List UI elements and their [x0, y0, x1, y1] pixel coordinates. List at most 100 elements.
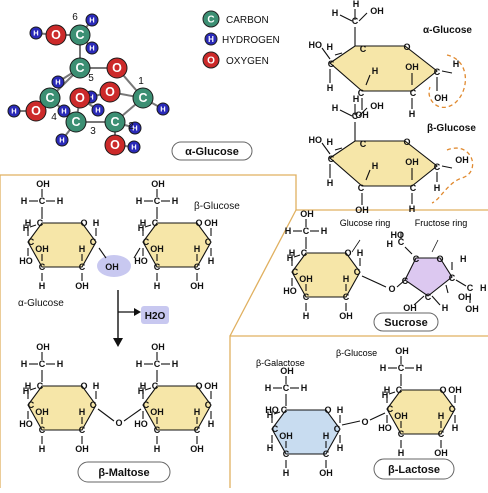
chair-carbon-3: C: [358, 88, 365, 98]
ring-carbon-4: C: [28, 400, 35, 410]
ring-carbon-3: C: [39, 262, 46, 272]
chair-ring: [329, 45, 438, 92]
bond-line: [334, 147, 343, 151]
sugar-ring: [386, 389, 456, 435]
sugar-ring: [27, 385, 97, 431]
ring-carbon-5: C: [37, 218, 44, 228]
carbon-6: C: [39, 196, 46, 206]
legend-oxygen-label: OXYGEN: [226, 56, 269, 67]
carbon-c3-ball: [65, 111, 87, 133]
c4-up-group: HO: [265, 405, 279, 415]
glycosidic-oxygen: O: [115, 418, 122, 428]
ring-oxygen: O: [439, 385, 446, 395]
oh-6: OH: [151, 342, 165, 352]
carbon-c6-ball: [69, 24, 91, 46]
sugar-ring: [142, 385, 212, 431]
hydrogen-h5-ball: [51, 75, 65, 89]
bond-line: [404, 246, 413, 255]
dehydration-arrow: H2O: [113, 290, 169, 347]
c2-down-group: OH: [75, 444, 89, 454]
legend-oxygen-swatch: [202, 51, 220, 69]
ring-carbon-4: C: [272, 424, 279, 434]
oxygen-o1-symbol: O: [105, 85, 115, 99]
c4-down-group: HO: [19, 419, 33, 429]
ring-carbon-4: C: [28, 237, 35, 247]
c1-down-group: H: [208, 419, 215, 429]
chair-h6a: H: [353, 0, 360, 9]
ring-carbon-1: C: [205, 400, 212, 410]
bond-line: [369, 412, 386, 421]
bond-line: [339, 109, 353, 117]
c4-up-group: H: [140, 381, 147, 391]
hydrogen-h2-symbol: H: [132, 124, 137, 133]
ring-carbon-1: C: [334, 424, 341, 434]
ring-carbon-5: C: [152, 218, 159, 228]
hydrogen-ho2-ball: [127, 140, 141, 154]
chair-carbon-1: C: [434, 162, 441, 172]
ring-carbon-1: C: [205, 237, 212, 247]
alpha-glucose-maltose-label: α-Glucose: [18, 298, 64, 309]
chair-oh3: OH: [355, 110, 369, 120]
ring-number-6: 6: [72, 12, 78, 23]
sugar-ring: [27, 222, 97, 268]
fructose-ring-label-line: Fructose ring: [415, 218, 468, 228]
chair-h6a: H: [353, 94, 360, 104]
bond-line: [365, 74, 371, 86]
hydrogen-h1-symbol: H: [160, 105, 165, 114]
chair-h2: H: [409, 204, 416, 214]
oxygen-o3-symbol: O: [75, 91, 85, 105]
chair-oh6: OH: [370, 101, 384, 111]
ring-carbon-2: C: [79, 262, 86, 272]
hydrogen-h6o-symbol: H: [33, 29, 38, 38]
c1-up-group: OH: [204, 218, 218, 228]
bond-line: [358, 12, 368, 22]
bond-line: [361, 275, 387, 288]
oxygen-o5-symbol: O: [112, 61, 122, 75]
hydrogen-ho3-ball: [91, 103, 105, 117]
c2-up-group: H: [194, 244, 201, 254]
h-6a: H: [265, 383, 272, 393]
chair-h3: H: [372, 66, 379, 76]
atom-legend: C CARBON H HYDROGEN O OXYGEN: [202, 10, 280, 69]
bond-line: [341, 420, 361, 426]
beta-maltose-label: β-Maltose: [98, 467, 149, 479]
bond-line: [29, 224, 37, 228]
beta-glucose-lactose-label: β-Glucose: [336, 348, 377, 358]
hydrogen-h6b-ball: [85, 41, 99, 55]
chair-ho4: HO: [309, 40, 323, 50]
c4-up-group: H: [289, 248, 296, 258]
glucose-ring-pointer: [351, 239, 361, 253]
c2-up-group: H: [438, 411, 445, 421]
c4-up-group: H: [25, 381, 32, 391]
chair-carbon-5: C: [360, 44, 367, 54]
chair-carbon-5: C: [360, 139, 367, 149]
carbon-6: C: [39, 359, 46, 369]
c2-down-group: OH: [75, 281, 89, 291]
h-6b: H: [321, 226, 328, 236]
glycosidic-oxygen: O: [388, 284, 395, 294]
bond-line: [431, 295, 441, 306]
ring-carbon-1: C: [354, 267, 361, 277]
carbon-c3-symbol: C: [71, 115, 80, 129]
hydrogen-ho3-symbol: H: [95, 106, 100, 115]
c1-up-group: H: [93, 381, 100, 391]
oxygen-o2-symbol: O: [110, 138, 120, 152]
ring-carbon-3: C: [283, 449, 290, 459]
c3-down-group: H: [154, 444, 161, 454]
carbon-c2-symbol: C: [110, 115, 119, 129]
c1-down-group: H: [452, 423, 459, 433]
c3-down-group: H: [39, 281, 46, 291]
bond-line: [365, 169, 371, 181]
ring-carbon-1: C: [90, 400, 97, 410]
ring-carbon-4: C: [143, 237, 150, 247]
glucose-ring-label-line: Glucose ring: [340, 218, 391, 228]
beta-maltose-label-pill: β-Maltose: [77, 461, 171, 483]
legend-carbon-swatch: [202, 10, 220, 28]
c4-down-group: HO: [378, 423, 392, 433]
chair-carbon-3: C: [358, 183, 365, 193]
fructose-ring-label: Fructose ring: [415, 218, 468, 228]
